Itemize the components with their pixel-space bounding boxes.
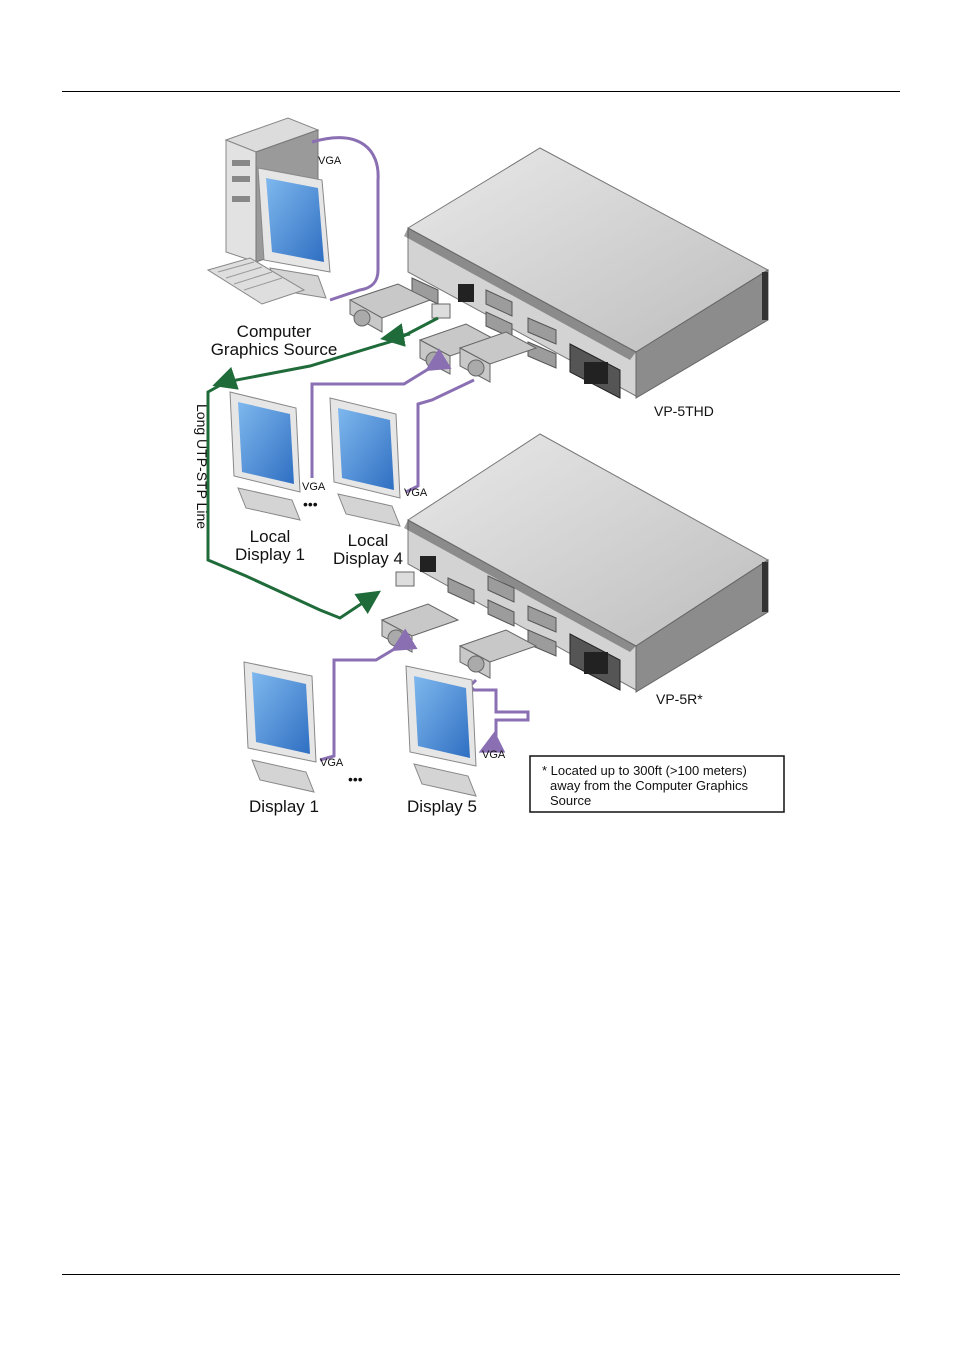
monitor-local-4 <box>329 397 401 527</box>
vga-plugs <box>348 283 538 679</box>
local-display-4-line2: Display 4 <box>333 549 403 568</box>
vga-label-local-4: VGA <box>404 487 428 499</box>
utp-cable <box>206 316 439 620</box>
note-line-1: * Located up to 300ft (>100 meters) <box>542 763 747 778</box>
ellipsis-remote: ••• <box>348 771 363 787</box>
source-label-line2: Graphics Source <box>211 340 338 359</box>
computer-source <box>206 117 331 305</box>
source-label-line1: Computer <box>237 322 312 341</box>
utp-cable-label: Long UTP-STP Line <box>194 404 210 529</box>
ellipsis-local: ••• <box>303 496 318 512</box>
device-top-label: VP-5THD <box>654 403 714 419</box>
vga-label-display-1: VGA <box>320 757 344 769</box>
device-bottom-label: VP-5R* <box>656 691 703 707</box>
local-display-1-line1: Local <box>250 527 291 546</box>
location-note: * Located up to 300ft (>100 meters) away… <box>529 755 785 813</box>
vga-cables <box>310 136 530 762</box>
note-line-3: Source <box>550 793 591 808</box>
vga-label-source: VGA <box>318 155 342 167</box>
monitor-display-5 <box>405 665 477 797</box>
local-display-1-line2: Display 1 <box>235 545 305 564</box>
monitor-display-1 <box>243 661 317 793</box>
header-rule <box>62 91 900 92</box>
monitor-local-1 <box>229 391 301 521</box>
display-1-label: Display 1 <box>249 797 319 816</box>
local-display-4-line1: Local <box>348 531 389 550</box>
vga-label-display-5: VGA <box>482 749 506 761</box>
display-5-label: Display 5 <box>407 797 477 816</box>
note-line-2: away from the Computer Graphics <box>550 778 748 793</box>
vga-label-local-1: VGA <box>302 481 326 493</box>
vp-5thd-device <box>404 147 769 399</box>
footer-rule <box>62 1274 900 1275</box>
vp-5r-device <box>404 433 769 693</box>
